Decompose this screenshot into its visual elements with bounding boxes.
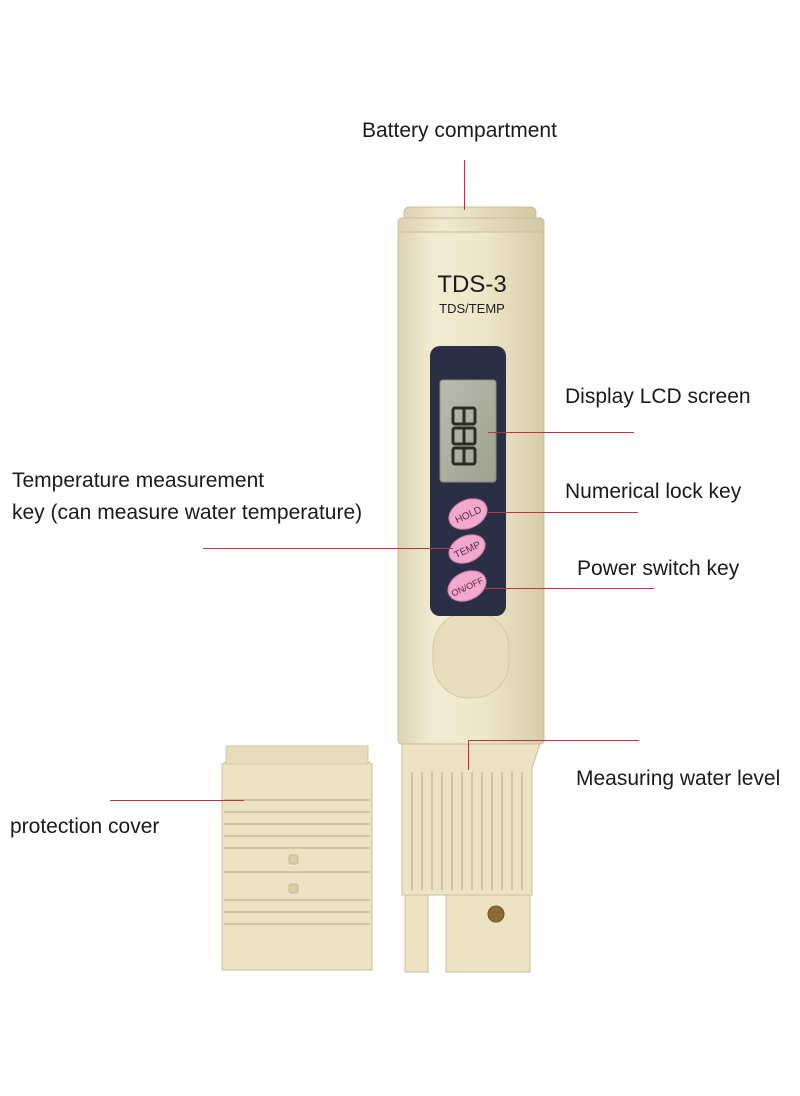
- measuring-leader-line-v: [468, 740, 469, 770]
- temperature-leader-line: [203, 548, 453, 549]
- numerical-lock-label: Numerical lock key: [565, 480, 742, 503]
- display-leader-line: [488, 432, 634, 433]
- electrode-hole: [487, 905, 505, 923]
- protection-cover: [221, 745, 373, 971]
- power-switch-label: Power switch key: [577, 557, 740, 580]
- numerical-lock-leader-line: [488, 512, 638, 513]
- measuring-leader-line-h: [468, 740, 639, 741]
- power-switch-leader-line: [484, 588, 654, 589]
- hold-button[interactable]: HOLD: [444, 493, 492, 535]
- model-subtitle: TDS/TEMP: [439, 301, 505, 316]
- protection-cover-label: protection cover: [10, 815, 160, 838]
- battery-compartment-label: Battery compartment: [362, 119, 557, 142]
- measuring-water-level-label: Measuring water level: [576, 767, 781, 790]
- battery-compartment-cap: [397, 206, 545, 235]
- temp-button[interactable]: TEMP: [444, 529, 489, 569]
- display-lcd-label: Display LCD screen: [565, 385, 751, 408]
- battery-leader-line: [464, 160, 465, 210]
- protection-cover-leader-line: [110, 800, 244, 801]
- lcd-digits: [451, 406, 477, 466]
- lcd-screen: [439, 379, 497, 483]
- temperature-key-label-line1: Temperature measurement: [12, 469, 265, 492]
- onoff-button[interactable]: ON/OFF: [443, 565, 491, 607]
- model-label: TDS-3: [437, 271, 506, 298]
- temperature-key-label-line2: key (can measure water temperature): [12, 501, 363, 524]
- probe-tips: [404, 894, 531, 973]
- probe-ribbed-section: [401, 743, 541, 896]
